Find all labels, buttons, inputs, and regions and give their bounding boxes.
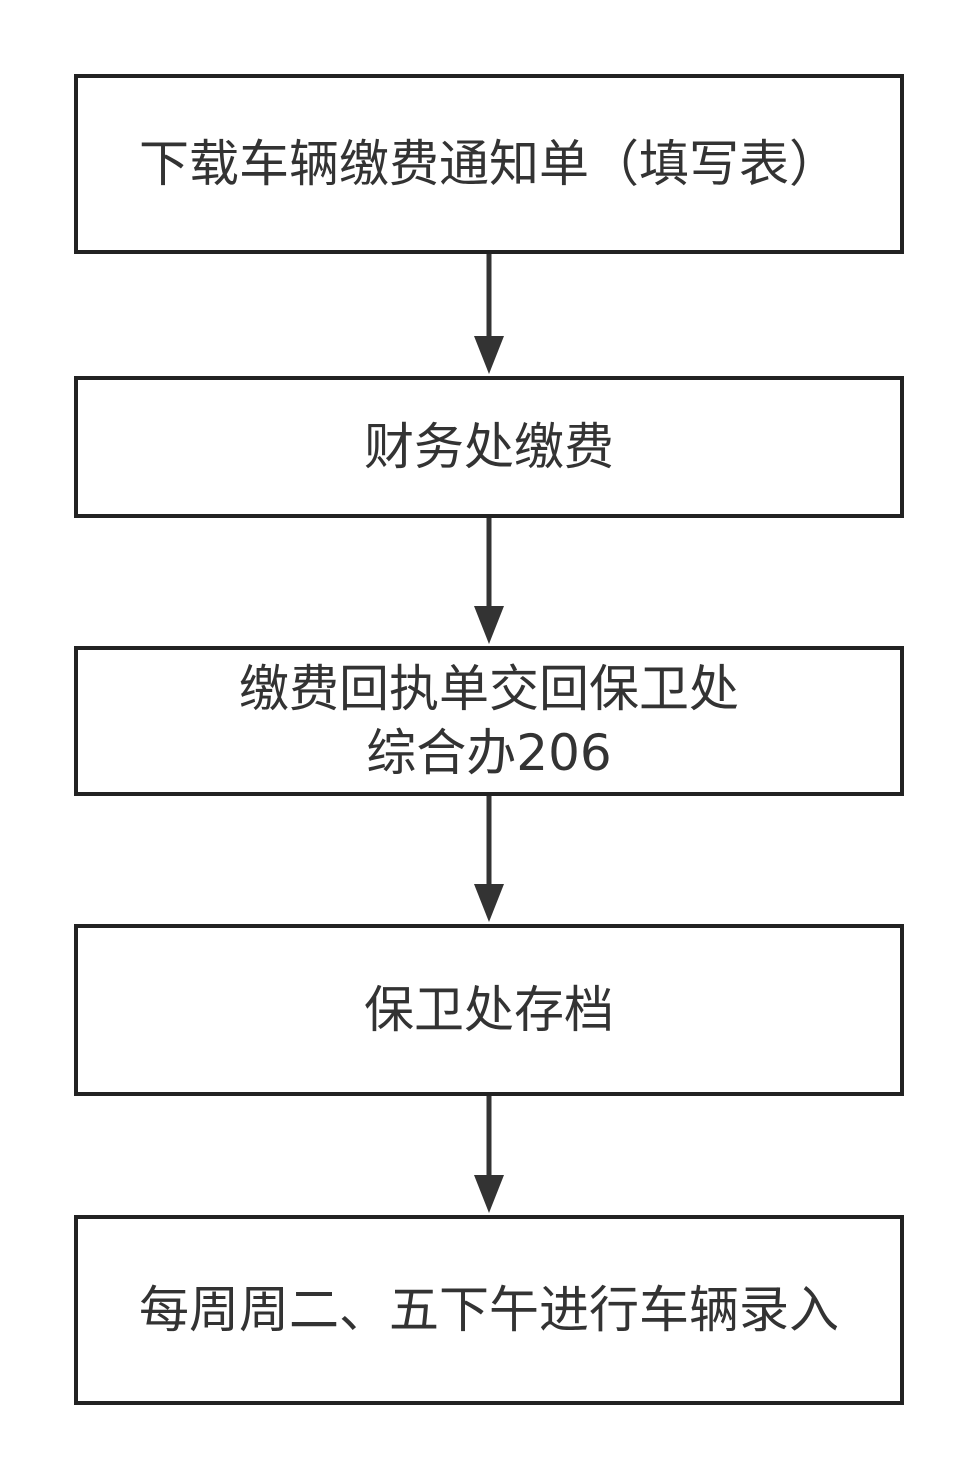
step-label: 下载车辆缴费通知单（填写表） (139, 135, 839, 193)
arrow-3-to-4 (474, 796, 504, 922)
step-label: 每周周二、五下午进行车辆录入 (139, 1281, 839, 1339)
arrow-2-head (474, 606, 504, 644)
step-return-receipt: 缴费回执单交回保卫处 综合办206 (74, 646, 904, 796)
step-finance-payment: 财务处缴费 (74, 376, 904, 518)
step-label: 缴费回执单交回保卫处 综合办206 (239, 660, 739, 782)
step-label: 财务处缴费 (364, 418, 614, 476)
arrow-1-to-2 (474, 254, 504, 374)
arrow-4-to-5 (474, 1096, 504, 1213)
arrow-2-to-3 (474, 518, 504, 644)
step-archive: 保卫处存档 (74, 924, 904, 1096)
step-vehicle-entry: 每周周二、五下午进行车辆录入 (74, 1215, 904, 1405)
arrow-4-head (474, 1175, 504, 1213)
arrow-1-head (474, 336, 504, 374)
arrow-3-head (474, 884, 504, 922)
step-label: 保卫处存档 (364, 981, 614, 1039)
step-download-notice: 下载车辆缴费通知单（填写表） (74, 74, 904, 254)
